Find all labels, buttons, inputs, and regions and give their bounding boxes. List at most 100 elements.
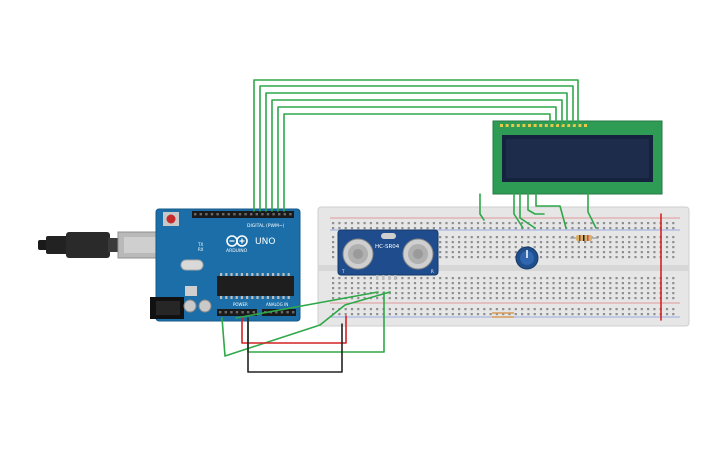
breadboard-hole	[432, 227, 435, 230]
breadboard-hole	[363, 282, 366, 285]
breadboard-hole	[489, 251, 492, 254]
breadboard-hole	[647, 241, 650, 244]
wire	[247, 317, 343, 373]
header-pin	[244, 213, 247, 216]
breadboard-hole	[590, 222, 593, 225]
chip-pin	[225, 273, 228, 276]
chip-pins	[220, 273, 290, 299]
breadboard-hole	[407, 282, 410, 285]
lcd-pin	[572, 124, 576, 127]
ultrasonic-sensor-hc-sr04[interactable]: HC-SR04 T R	[337, 229, 439, 280]
breadboard-hole	[527, 277, 530, 280]
breadboard-hole	[470, 246, 473, 249]
breadboard-hole	[584, 313, 587, 316]
breadboard-hole	[584, 292, 587, 295]
breadboard-hole	[376, 222, 379, 225]
breadboard-hole	[489, 256, 492, 259]
breadboard-hole	[602, 297, 606, 300]
breadboard-hole	[458, 236, 461, 239]
breadboard-hole	[514, 241, 517, 244]
breadboard-hole	[584, 287, 587, 290]
breadboard-hole	[571, 287, 574, 290]
breadboard-hole	[395, 227, 398, 230]
breadboard-hole	[514, 313, 517, 316]
header-pin	[280, 311, 284, 314]
resistor-icon[interactable]	[570, 235, 598, 241]
breadboard-hole	[344, 308, 347, 311]
arduino-logo-text: ARDUINO	[226, 248, 248, 254]
breadboard-hole	[426, 287, 429, 290]
breadboard-hole	[628, 227, 631, 230]
breadboard-hole	[609, 277, 612, 280]
breadboard-hole	[476, 287, 480, 290]
breadboard-hole	[615, 282, 618, 285]
breadboard-hole	[653, 287, 656, 290]
breadboard-hole	[458, 246, 461, 249]
breadboard-hole	[401, 287, 404, 290]
potentiometer-icon[interactable]	[515, 246, 539, 270]
breadboard-hole	[495, 313, 498, 316]
breadboard-hole	[546, 227, 549, 230]
breadboard-hole	[521, 241, 524, 244]
arduino-uno-board[interactable]: DIGITAL (PWM~) TX RX ARDUINO UNO POWER A…	[38, 208, 301, 322]
breadboard-hole	[451, 256, 454, 259]
breadboard-hole	[502, 246, 505, 249]
sensor-pin	[388, 275, 391, 280]
breadboard-hole	[502, 313, 505, 316]
header-pin	[247, 311, 250, 314]
breadboard-hole	[426, 282, 429, 285]
breadboard-hole	[621, 282, 624, 285]
breadboard-hole	[458, 313, 461, 316]
header-pin	[252, 311, 255, 314]
breadboard-hole	[439, 246, 442, 249]
breadboard-hole	[634, 227, 637, 230]
breadboard-hole	[483, 277, 486, 280]
header-pin	[250, 213, 253, 216]
breadboard-hole	[584, 246, 587, 249]
breadboard-hole	[432, 297, 435, 300]
breadboard-hole	[577, 292, 580, 295]
breadboard-hole	[577, 282, 580, 285]
breadboard-hole	[552, 241, 555, 244]
breadboard-hole	[672, 292, 675, 295]
breadboard-hole	[489, 246, 492, 249]
breadboard-hole	[388, 297, 391, 300]
breadboard-hole	[451, 287, 454, 290]
breadboard-hole	[527, 297, 530, 300]
breadboard-hole	[388, 282, 391, 285]
sensor-pins	[376, 275, 397, 280]
lcd-16x2[interactable]	[492, 120, 663, 195]
breadboard-hole	[369, 287, 372, 290]
breadboard-hole	[552, 251, 555, 254]
breadboard-hole	[571, 222, 574, 225]
breadboard-hole	[495, 256, 498, 259]
breadboard-hole	[363, 297, 366, 300]
breadboard-hole	[584, 308, 587, 311]
breadboard-hole	[596, 277, 599, 280]
sensor-pin	[376, 275, 379, 280]
breadboard-hole	[539, 308, 543, 311]
breadboard-hole	[426, 227, 429, 230]
breadboard-hole	[609, 241, 612, 244]
breadboard-hole	[508, 313, 511, 316]
breadboard-hole	[502, 256, 505, 259]
breadboard-hole	[584, 297, 587, 300]
reset-button-icon[interactable]	[163, 212, 179, 226]
lcd-pin	[556, 124, 559, 127]
breadboard-hole	[665, 313, 669, 316]
breadboard-hole	[621, 308, 624, 311]
breadboard-hole	[640, 277, 643, 280]
chip-pin	[240, 273, 243, 276]
breadboard-hole	[552, 222, 555, 225]
breadboard-hole	[445, 277, 448, 280]
breadboard-hole	[476, 241, 480, 244]
breadboard-hole	[647, 287, 650, 290]
breadboard-hole	[458, 282, 461, 285]
bottom-resistor[interactable]	[492, 312, 514, 318]
chip-pin	[256, 273, 259, 276]
breadboard-hole	[628, 222, 631, 225]
breadboard-hole	[533, 292, 536, 295]
breadboard-hole	[476, 227, 480, 230]
breadboard-hole	[552, 236, 555, 239]
